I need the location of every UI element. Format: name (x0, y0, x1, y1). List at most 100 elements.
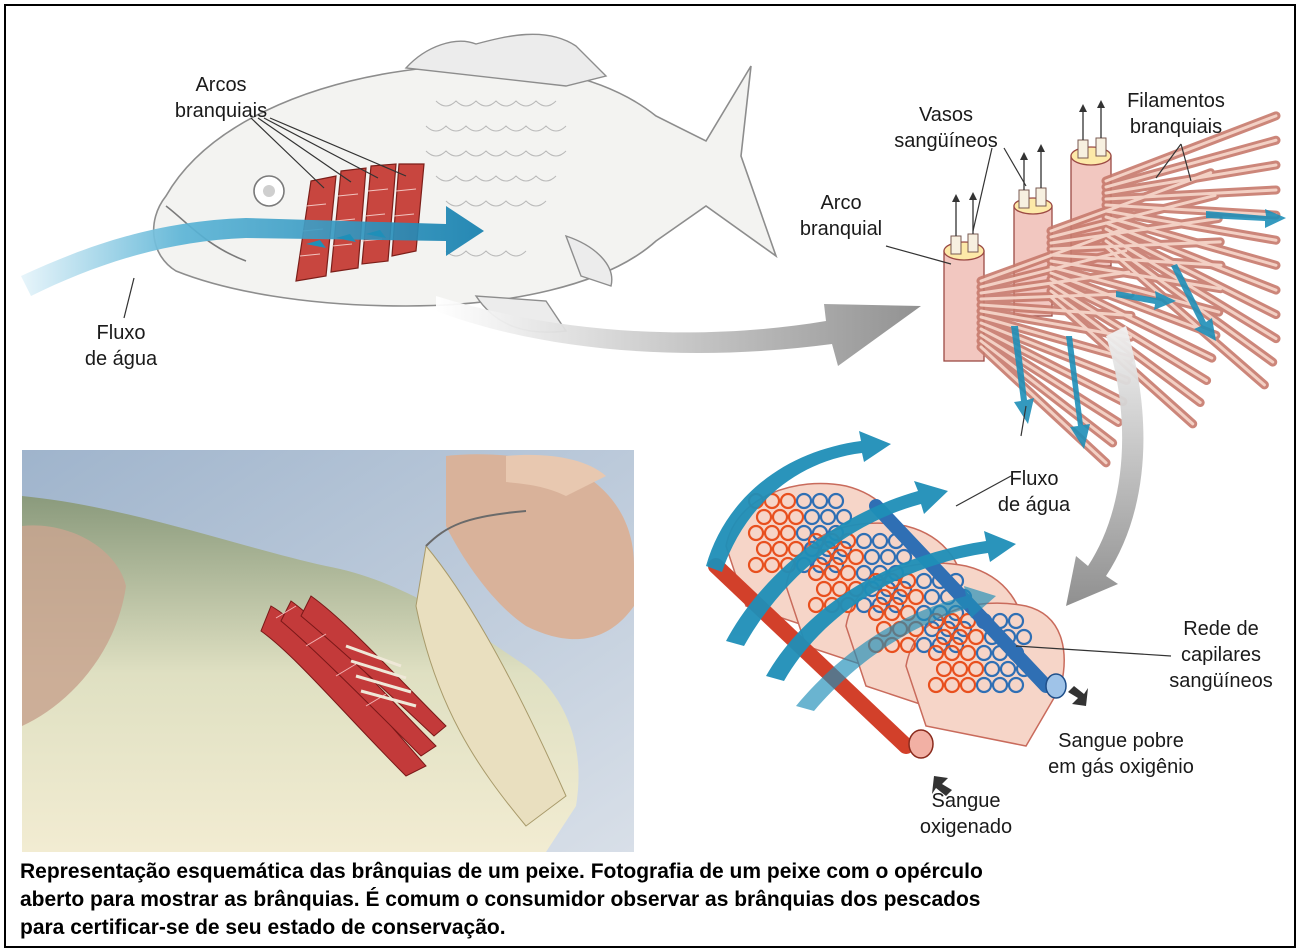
capillary-loop (951, 628, 969, 646)
capillary-loop (935, 628, 953, 646)
capillary-loop (895, 580, 913, 598)
figure-caption: Representação esquemática das brânquias … (20, 858, 1280, 942)
gill-filament (979, 303, 1133, 318)
gill-filament (979, 270, 1131, 295)
capillary-loop (927, 644, 945, 662)
label-line: oxigenado (919, 816, 1013, 838)
capillary-loop (795, 492, 813, 510)
gill-filament (1104, 233, 1278, 341)
capillary-loop (835, 540, 853, 558)
label-line: sangüíneos (894, 130, 998, 152)
gill-filament (979, 321, 1129, 382)
label-filamentos-branquiais: Filamentos branquiais (1111, 88, 1241, 140)
capillary-loop (763, 556, 781, 574)
label-line: Rede de (1183, 618, 1259, 640)
label-sangue-oxigenado: Sangue oxigenado (911, 788, 1021, 840)
label-line: de água (84, 348, 158, 370)
label-line: Sangue pobre (1058, 730, 1184, 752)
capillary-loop (795, 524, 813, 542)
capillary-loop (771, 540, 789, 558)
capillary-loop (755, 540, 773, 558)
capillary-loop (771, 508, 789, 526)
capillary-loop (819, 508, 837, 526)
label-vasos-sanguineos: Vasos sangüíneos (886, 102, 1006, 154)
capillary-loop (787, 508, 805, 526)
label-line: Vasos (918, 104, 974, 126)
capillary-loop (943, 644, 961, 662)
label-line: em gás oxigênio (1048, 756, 1194, 778)
capillary-loop (939, 620, 957, 638)
gill-filament (1104, 138, 1278, 189)
gill-filament (1049, 253, 1223, 267)
capillary-loop (827, 556, 845, 574)
capillary-loop (811, 556, 829, 574)
capillary-loop (959, 644, 977, 662)
capillary-loop (915, 636, 933, 654)
capillary-loop (955, 620, 973, 638)
fish-photo (22, 450, 634, 852)
gill-filament (979, 339, 1115, 445)
gill-filament (1104, 188, 1278, 201)
capillary-loop (831, 548, 849, 566)
label-line: Filamentos (1127, 90, 1225, 112)
capillary-loop (907, 588, 925, 606)
capillary-loop (763, 524, 781, 542)
capillary-loop (887, 596, 905, 614)
figure-frame: Arcos branquiais Fluxo de água Vasos san… (4, 4, 1296, 948)
capillary-loop (779, 524, 797, 542)
label-line: branquial (799, 218, 883, 240)
capillary-loop (871, 596, 889, 614)
capillary-loop (787, 540, 805, 558)
label-arcos-branquiais: Arcos branquiais (166, 72, 276, 124)
capillary-loop (747, 524, 765, 542)
gill-filament (1049, 171, 1213, 233)
label-line: branquiais (174, 100, 268, 122)
label-line: branquiais (1129, 116, 1223, 138)
capillary-loop (983, 660, 1001, 678)
label-sangue-pobre: Sangue pobre em gás oxigênio (1036, 728, 1206, 780)
gill-filament (1104, 227, 1278, 317)
capillary-loop (823, 564, 841, 582)
capillary-loop (875, 588, 893, 606)
capillary-loop (807, 596, 825, 614)
gill-filament (1104, 209, 1278, 242)
capillary-loop (967, 628, 985, 646)
capillary-loop (999, 660, 1017, 678)
capillary-loop (943, 612, 961, 630)
capillary-loop (899, 636, 917, 654)
capillary-loop (867, 604, 885, 622)
capillary-loop (1007, 676, 1025, 694)
capillary-loop (815, 580, 833, 598)
gill-filament (1049, 277, 1214, 360)
capillary-loop (879, 548, 897, 566)
capillary-loop (855, 532, 873, 550)
gill-filament (1049, 217, 1220, 245)
gill-filament (1049, 283, 1209, 383)
gill-arch-detail (885, 100, 1286, 606)
label-arco-branquial: Arco branquial (786, 190, 896, 242)
capillary-loop (807, 564, 825, 582)
gill-filament (1104, 114, 1278, 183)
capillary-loop (947, 636, 965, 654)
capillary-loop (1007, 612, 1025, 630)
capillary-loop (827, 492, 845, 510)
capillary-loop (779, 492, 797, 510)
capillary-loop (959, 676, 977, 694)
capillary-loop (931, 636, 949, 654)
label-line: capilares (1180, 644, 1262, 666)
label-line: sangüíneos (1169, 670, 1273, 692)
capillary-loop (967, 660, 985, 678)
label-line: Arcos (195, 74, 247, 96)
capillary-loop (943, 676, 961, 694)
capillary-loop (803, 508, 821, 526)
capillary-loop (1015, 628, 1033, 646)
label-line: Fluxo (96, 322, 146, 344)
gill-filament (979, 333, 1120, 424)
capillary-loop (891, 588, 909, 606)
caption-line: para certificar-se de seu estado de cons… (20, 916, 506, 939)
capillary-loop (991, 676, 1009, 694)
label-rede-capilares: Rede de capilares sangüíneos (1166, 616, 1276, 694)
capillary-loop (747, 556, 765, 574)
capillary-loop (975, 644, 993, 662)
capillary-loop (935, 660, 953, 678)
